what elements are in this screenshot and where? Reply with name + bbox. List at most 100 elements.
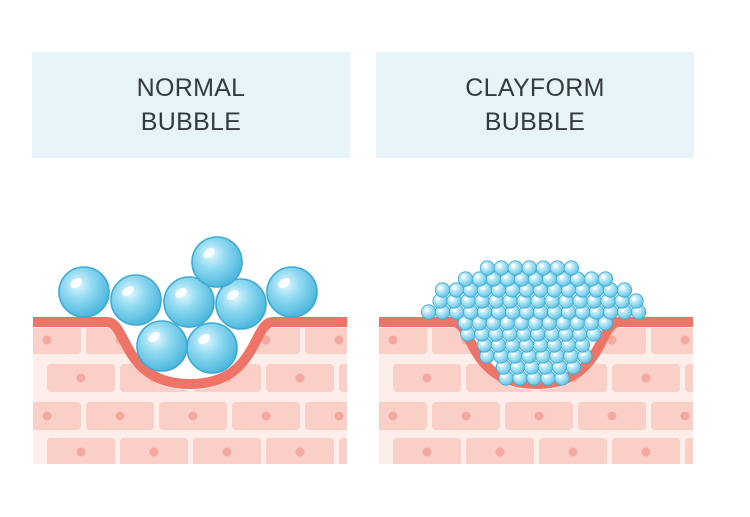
small-bubble xyxy=(493,260,509,276)
bubble-highlight xyxy=(503,274,508,279)
bubble-highlight xyxy=(499,362,504,367)
bubble-highlight xyxy=(601,274,606,279)
bubble-highlight xyxy=(564,285,569,290)
bubble-highlight xyxy=(435,296,441,301)
small-bubble xyxy=(421,304,437,320)
small-bubble xyxy=(597,271,614,287)
skin-cell-nucleus xyxy=(76,373,86,383)
bubble-highlight xyxy=(148,331,160,343)
bubble-highlight xyxy=(122,285,134,297)
skin-cell-nucleus xyxy=(295,373,305,383)
skin-cell-nucleus xyxy=(641,447,651,457)
bubble-highlight xyxy=(634,307,639,312)
skin-cell-nucleus xyxy=(188,411,198,421)
bubble-highlight xyxy=(463,296,469,301)
skin-cell-nucleus xyxy=(422,447,432,457)
bubble-highlight xyxy=(620,307,625,312)
small-bubble xyxy=(563,260,579,276)
bubble-highlight xyxy=(531,274,536,279)
bubble-highlight xyxy=(561,329,566,334)
bubble-highlight xyxy=(620,285,625,290)
small-bubble xyxy=(507,260,523,276)
small-bubble xyxy=(457,271,474,287)
bubble-highlight xyxy=(578,307,583,312)
bubble-highlight xyxy=(510,351,515,356)
bubble-highlight xyxy=(438,285,443,290)
bubble-highlight xyxy=(480,285,485,290)
bubble-highlight xyxy=(578,285,583,290)
bubble-highlight xyxy=(461,274,466,279)
bubble-highlight xyxy=(533,329,538,334)
small-bubble xyxy=(616,282,633,298)
bubble-highlight xyxy=(559,318,564,323)
bubble-highlight xyxy=(564,307,569,312)
bubble-highlight xyxy=(557,373,563,378)
bubble-highlight xyxy=(491,296,497,301)
clayform-bubble-panel xyxy=(379,260,750,464)
bubble-highlight xyxy=(575,329,580,334)
bubble-highlight xyxy=(438,307,443,312)
bubble-highlight xyxy=(522,307,527,312)
small-bubble xyxy=(434,282,451,298)
bubble-highlight xyxy=(569,362,574,367)
bubble-highlight xyxy=(547,296,553,301)
bubble-highlight xyxy=(589,296,595,301)
bubble-highlight xyxy=(536,285,541,290)
bubble-highlight xyxy=(227,289,239,301)
bubble-highlight xyxy=(497,263,502,268)
small-bubble xyxy=(479,260,495,276)
bubble-highlight xyxy=(524,351,529,356)
bubble-highlight xyxy=(522,285,527,290)
bubble-highlight xyxy=(580,351,585,356)
bubble-highlight xyxy=(545,318,550,323)
bubble-highlight xyxy=(505,329,510,334)
large-bubble xyxy=(215,278,267,330)
large-bubble xyxy=(191,236,243,288)
skin-cell xyxy=(724,402,750,430)
bubble-highlight xyxy=(550,340,555,345)
normal-bubble-title-line-1: NORMAL xyxy=(136,74,246,102)
bubble-highlight xyxy=(519,329,524,334)
large-bubble xyxy=(110,274,162,326)
skin-cell-nucleus xyxy=(42,335,52,345)
bubble-highlight xyxy=(477,329,482,334)
skin-cell-nucleus xyxy=(388,411,398,421)
bubble-highlight xyxy=(508,340,513,345)
skin-cell-nucleus xyxy=(115,411,125,421)
large-bubble xyxy=(163,276,215,328)
skin-cell-nucleus xyxy=(680,335,690,345)
bubble-highlight xyxy=(203,247,215,259)
skin-cell-nucleus xyxy=(388,335,398,345)
skin-cell-nucleus xyxy=(680,411,690,421)
bubble-highlight xyxy=(480,340,485,345)
bubble-highlight xyxy=(278,277,290,289)
skin-surface-line xyxy=(33,317,347,389)
large-bubble xyxy=(58,266,110,318)
bubble-highlight xyxy=(489,318,494,323)
bubble-highlight xyxy=(603,296,609,301)
bubble-highlight xyxy=(501,373,506,378)
bubble-highlight xyxy=(483,263,488,268)
bubble-highlight xyxy=(505,296,511,301)
bubble-highlight xyxy=(536,340,541,345)
bubble-highlight xyxy=(513,362,518,367)
skin-cell-nucleus xyxy=(534,411,544,421)
skin-cell-nucleus xyxy=(261,411,271,421)
normal-bubble-panel xyxy=(33,236,347,464)
large-bubble xyxy=(136,320,188,372)
bubble-highlight xyxy=(553,263,558,268)
bubble-highlight xyxy=(617,296,623,301)
skin-cell-nucleus xyxy=(76,447,86,457)
bubble-highlight xyxy=(489,274,494,279)
small-bubble xyxy=(549,260,565,276)
skin-cell-nucleus xyxy=(261,335,271,345)
skin-cell-nucleus xyxy=(334,335,344,345)
skin-cell-nucleus xyxy=(149,447,159,457)
bubble-highlight xyxy=(606,285,611,290)
bubble-highlight xyxy=(496,351,501,356)
bubble-highlight xyxy=(475,318,480,323)
bubble-highlight xyxy=(517,318,522,323)
bubble-highlight xyxy=(527,362,532,367)
bubble-highlight xyxy=(536,307,541,312)
skin-cell-nucleus xyxy=(42,411,52,421)
